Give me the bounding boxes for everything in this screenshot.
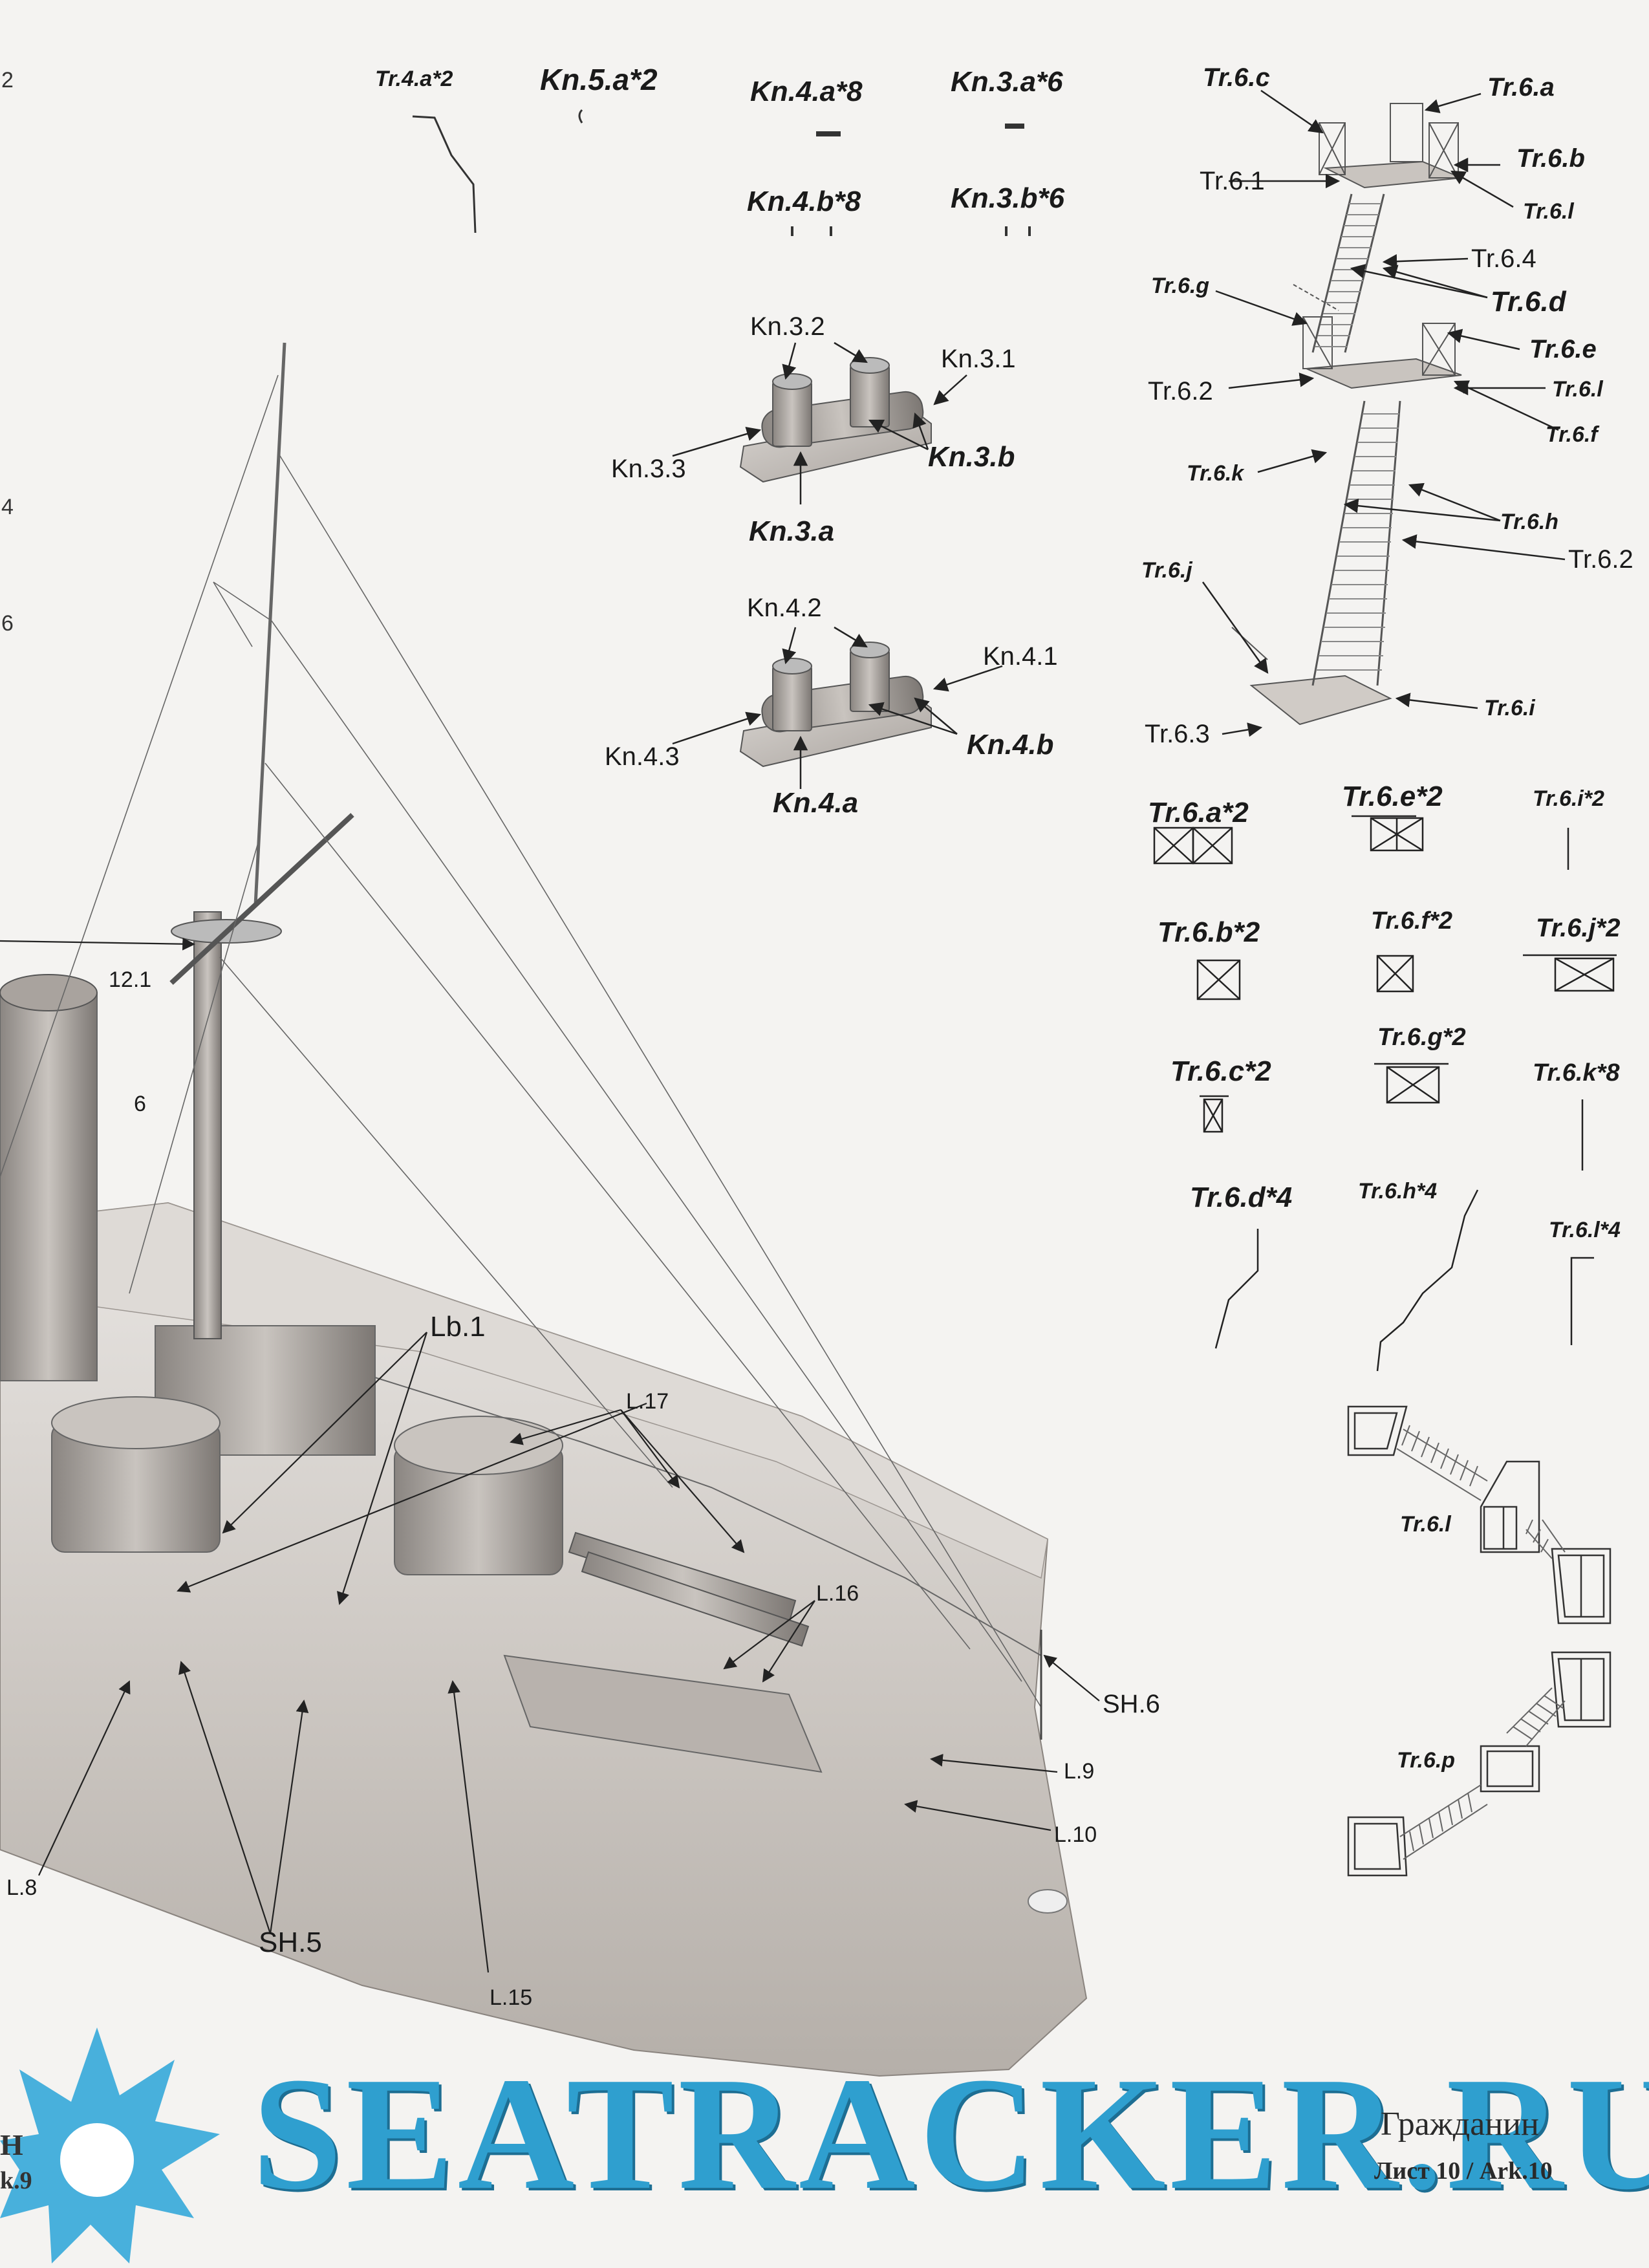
part-label-tr4a: Tr.4.a*2 xyxy=(375,67,453,91)
ship-leaders xyxy=(0,937,1100,1973)
callout-tr64: Tr.6.4 xyxy=(1471,244,1536,273)
grid-label-tr6h4: Tr.6.h*4 xyxy=(1358,1179,1438,1204)
grid-label-tr6k8: Tr.6.k*8 xyxy=(1533,1059,1620,1086)
callout-kn41: Kn.4.1 xyxy=(983,642,1058,671)
grid-label-tr6a2: Tr.6.a*2 xyxy=(1148,797,1249,828)
platform-tr6l-stairs xyxy=(1396,1425,1566,1559)
grid-label-tr6i2: Tr.6.i*2 xyxy=(1533,786,1604,811)
callout-kn4a: Kn.4.a xyxy=(773,787,859,819)
callout-kn43: Kn.4.3 xyxy=(605,742,680,771)
ship-callout-lb1: Lb.1 xyxy=(430,1311,486,1343)
part-label-kn5a: Kn.5.a*2 xyxy=(540,63,658,96)
part-label-kn3a: Kn.3.a*6 xyxy=(951,66,1063,98)
bollard-kn3-drawing xyxy=(739,357,932,483)
callout-tr63: Tr.6.3 xyxy=(1145,720,1210,748)
callout-tr6k: Tr.6.k xyxy=(1187,461,1244,486)
ship-callout-l10: L.10 xyxy=(1054,1822,1097,1847)
callout-tr61: Tr.6.1 xyxy=(1200,167,1265,195)
grid-label-tr6f2: Tr.6.f*2 xyxy=(1371,907,1453,934)
callout-tr6l-lower: Tr.6.l xyxy=(1552,377,1603,402)
edge-mark-top: 2 xyxy=(1,68,14,92)
callout-tr6g: Tr.6.g xyxy=(1151,274,1210,298)
ladder-steps xyxy=(1315,203,1399,671)
callout-kn3b: Kn.3.b xyxy=(928,441,1015,473)
bollard-leaders xyxy=(672,341,1003,789)
grid-label-tr6e2: Tr.6.e*2 xyxy=(1342,781,1443,812)
ship-callout-sh6: SH.6 xyxy=(1103,1690,1160,1718)
callout-tr6e: Tr.6.e xyxy=(1529,335,1597,363)
ship-callout-l15: L.15 xyxy=(490,1985,533,2010)
callout-tr6j: Tr.6.j xyxy=(1141,558,1192,583)
part-label-kn4a: Kn.4.a*8 xyxy=(750,76,863,107)
edge-mark-mid-1: 4 xyxy=(1,495,14,519)
grid-label-tr6j2: Tr.6.j*2 xyxy=(1536,914,1621,942)
callout-kn31: Kn.3.1 xyxy=(941,345,1016,373)
callout-tr62-upper: Tr.6.2 xyxy=(1148,377,1213,405)
grid-label-tr6g2: Tr.6.g*2 xyxy=(1377,1024,1466,1051)
sheet-number: Лист 10 / Ark.10 xyxy=(1374,2157,1553,2185)
ship-callout-l16: L.16 xyxy=(816,1581,859,1606)
grid-label-tr6b2: Tr.6.b*2 xyxy=(1158,916,1260,948)
callout-tr6c: Tr.6.c xyxy=(1203,63,1270,92)
callout-kn33: Kn.3.3 xyxy=(611,455,686,483)
callout-kn4b: Kn.4.b xyxy=(967,729,1054,761)
platform-tr6p-drawing xyxy=(1347,1651,1611,1877)
platform-tr6p-stairs xyxy=(1399,1687,1566,1860)
platform-label-tr6l: Tr.6.l xyxy=(1400,1512,1451,1537)
small-parts-strokes xyxy=(412,109,1031,236)
callout-tr6h: Tr.6.h xyxy=(1500,510,1559,534)
grid-label-tr6d4: Tr.6.d*4 xyxy=(1190,1182,1293,1213)
callout-tr6b: Tr.6.b xyxy=(1516,144,1585,173)
platform-label-tr6p: Tr.6.p xyxy=(1397,1748,1456,1773)
part-label-kn4b: Kn.4.b*8 xyxy=(747,186,861,217)
ship-name-title: Гражданин xyxy=(1381,2106,1539,2143)
part-label-kn3b: Kn.3.b*6 xyxy=(951,182,1065,214)
ladder-leaders xyxy=(1202,89,1566,737)
platform-tr6l-drawing xyxy=(1347,1405,1611,1625)
ship-hull-drawing xyxy=(0,342,1088,2077)
callout-tr62-lower: Tr.6.2 xyxy=(1568,545,1633,574)
ladder-tower-drawing xyxy=(1231,103,1462,726)
callout-tr6i: Tr.6.i xyxy=(1484,696,1535,720)
edge-mark-h: H xyxy=(0,2128,23,2161)
edge-mark-k9: k.9 xyxy=(0,2167,32,2194)
ship-callout-6: 6 xyxy=(134,1092,146,1116)
ship-callout-l8: L.8 xyxy=(6,1875,38,1900)
ship-callout-l17: L.17 xyxy=(626,1389,669,1414)
grid-label-tr6l4: Tr.6.l*4 xyxy=(1549,1218,1621,1242)
callout-tr6a: Tr.6.a xyxy=(1487,73,1555,102)
brand-watermark: SEATRACKER.RU xyxy=(252,2044,1649,2223)
grid-label-tr6c2: Tr.6.c*2 xyxy=(1170,1055,1271,1087)
parts-grid-icons xyxy=(1153,815,1617,1372)
ship-callout-sh5: SH.5 xyxy=(259,1927,322,1958)
callout-kn42: Kn.4.2 xyxy=(747,594,822,622)
ship-callout-l9: L.9 xyxy=(1064,1759,1095,1784)
edge-mark-mid-2: 6 xyxy=(1,611,14,636)
callout-tr6f: Tr.6.f xyxy=(1546,422,1598,447)
sunburst-logo xyxy=(0,2027,220,2263)
bollard-kn4-drawing xyxy=(739,642,932,768)
callout-tr6d: Tr.6.d xyxy=(1491,286,1566,318)
ship-callout-12-1: 12.1 xyxy=(109,967,152,992)
callout-kn32: Kn.3.2 xyxy=(750,312,825,341)
callout-tr6l-upper: Tr.6.l xyxy=(1523,199,1574,224)
callout-kn3a: Kn.3.a xyxy=(749,515,835,547)
